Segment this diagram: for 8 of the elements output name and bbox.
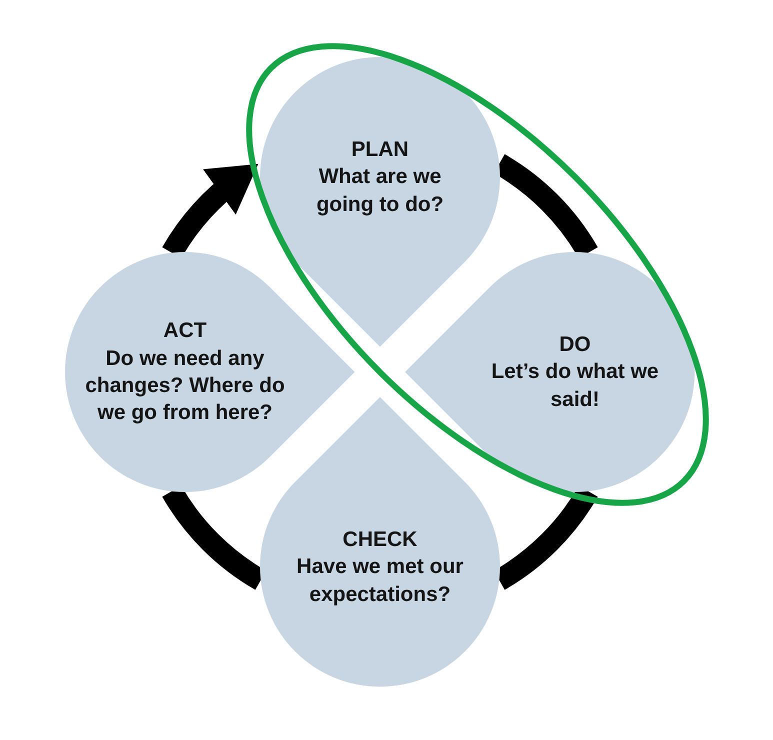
step-question: What are we going to do? <box>315 164 445 218</box>
step-title: DO <box>559 332 591 358</box>
step-title: CHECK <box>342 527 418 554</box>
step-question: Have we met our expectations? <box>296 554 464 608</box>
step-question: Do we need any changes? Where do we go from here? <box>85 346 285 426</box>
step-title: PLAN <box>351 137 409 164</box>
step-question: Let’s do what we said! <box>490 359 660 413</box>
step-title: ACT <box>163 318 207 344</box>
